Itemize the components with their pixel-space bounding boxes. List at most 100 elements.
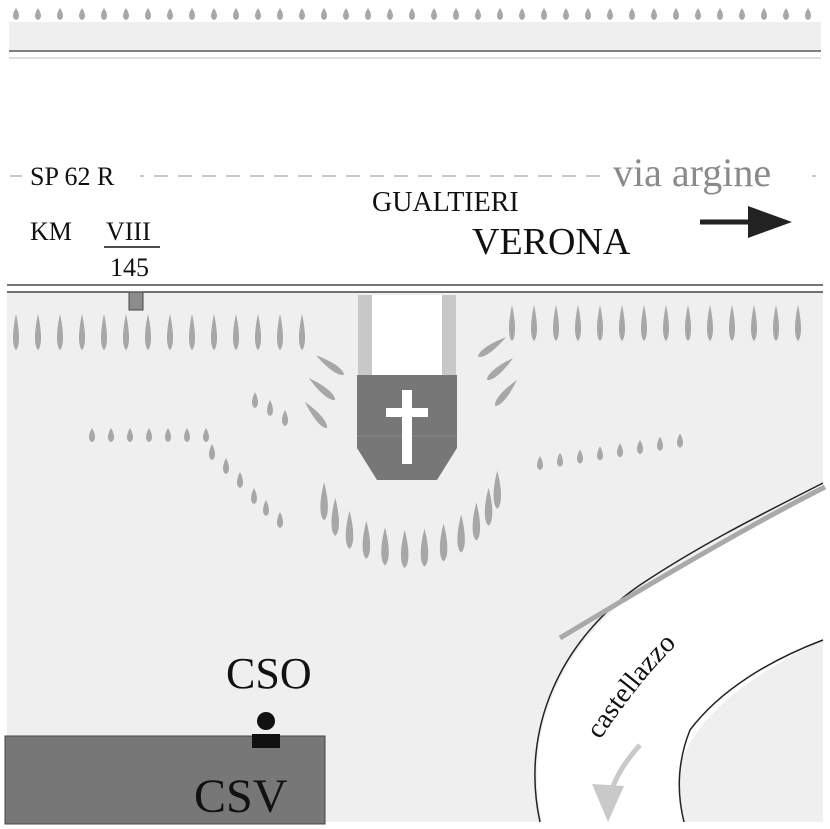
tree-icon — [495, 379, 517, 407]
tree-icon — [457, 514, 465, 553]
tree-icon — [35, 314, 41, 350]
tree-icon — [541, 8, 547, 20]
tree-icon — [607, 8, 613, 20]
tree-icon — [663, 305, 669, 341]
tree-icon — [123, 314, 129, 350]
tree-icon — [320, 482, 328, 521]
road-castellazzo-inner-edge — [678, 639, 824, 823]
tree-icon — [167, 8, 173, 20]
tree-icon — [237, 472, 243, 488]
tree-icon — [223, 458, 229, 474]
arrow-right-icon — [748, 206, 792, 238]
tree-icon — [409, 8, 415, 20]
tree-icon — [57, 314, 63, 350]
tree-icon — [657, 436, 663, 451]
tree-icon — [316, 355, 344, 375]
tree-icon — [145, 314, 151, 350]
tree-icon — [673, 8, 679, 20]
tree-icon — [493, 470, 502, 509]
tree-icon — [585, 8, 591, 20]
top-hedge-strip — [9, 22, 821, 50]
tree-icon — [146, 428, 152, 442]
tree-icon — [431, 8, 437, 20]
person-icon-body — [252, 734, 280, 748]
tree-icon — [165, 428, 171, 442]
tree-icon — [305, 401, 327, 429]
church-walkway-inner — [372, 295, 442, 375]
tree-icon — [629, 8, 635, 20]
tree-icon — [101, 314, 107, 350]
tree-icon — [557, 452, 563, 467]
tree-icon — [475, 8, 481, 20]
tree-icon — [211, 314, 217, 350]
street-top-bg — [606, 150, 812, 194]
tree-icon — [472, 502, 481, 541]
tree-icon — [203, 428, 209, 442]
tree-icon — [184, 428, 190, 442]
tree-icon — [641, 305, 647, 341]
tree-icon — [619, 305, 625, 341]
tree-icon — [387, 8, 393, 20]
tree-icon — [299, 8, 305, 20]
tree-icon — [345, 510, 354, 549]
cross-icon-vertical — [402, 390, 412, 464]
tree-icon — [145, 8, 151, 20]
tree-icon — [783, 8, 789, 20]
road-code-label: SP 62 R — [30, 162, 115, 191]
tree-icon — [255, 8, 261, 20]
tree-icon — [89, 428, 95, 442]
tree-icon — [13, 8, 19, 20]
tree-icon — [773, 305, 779, 341]
tree-icon — [252, 392, 258, 408]
milestone-icon — [128, 291, 144, 311]
road-castellazzo-white — [536, 486, 823, 822]
road-castellazzo-verge — [558, 484, 827, 641]
tree-icon — [717, 8, 723, 20]
tree-icon — [751, 305, 757, 341]
tree-icon — [739, 8, 745, 20]
tree-icon — [795, 305, 801, 341]
tree-icon — [13, 314, 19, 350]
person-icon-head — [257, 712, 275, 730]
road-castellazzo-outer-edge — [534, 482, 824, 823]
tree-icon — [79, 8, 85, 20]
tree-icon — [127, 428, 133, 442]
tree-icon — [189, 8, 195, 20]
town-small-label: GUALTIERI — [372, 187, 519, 218]
tree-icon — [255, 314, 261, 350]
tree-icon — [167, 314, 173, 350]
tree-icon — [189, 314, 195, 350]
csv-label: CSV — [194, 770, 288, 823]
tree-icon — [282, 410, 288, 426]
tree-icon — [400, 529, 409, 568]
tree-icon — [209, 444, 215, 460]
tree-icon — [321, 8, 327, 20]
tree-icon — [123, 8, 129, 20]
tree-icon — [233, 8, 239, 20]
tree-icon — [509, 305, 515, 341]
tree-icon — [597, 446, 603, 461]
tree-icon — [79, 314, 85, 350]
tree-icon — [35, 8, 41, 20]
tree-icon — [597, 305, 603, 341]
tree-icon — [211, 8, 217, 20]
tree-icon — [486, 358, 514, 380]
road-code-bg — [22, 160, 140, 192]
tree-icon — [233, 314, 239, 350]
tree-icon — [537, 456, 543, 470]
tree-icon — [497, 8, 503, 20]
tree-icon — [563, 8, 569, 20]
tree-icon — [453, 8, 459, 20]
arrow-down-icon-head — [592, 784, 624, 822]
town-large-label: VERONA — [472, 221, 631, 263]
tree-icon — [362, 520, 371, 559]
cso-label: CSO — [226, 649, 312, 698]
tree-icon — [553, 305, 559, 341]
tree-icon — [761, 8, 767, 20]
tree-icon — [277, 314, 283, 350]
tree-icon — [677, 433, 683, 448]
tree-icon — [685, 305, 691, 341]
km-roman-label: VIII — [106, 217, 151, 246]
tree-icon — [617, 443, 623, 458]
